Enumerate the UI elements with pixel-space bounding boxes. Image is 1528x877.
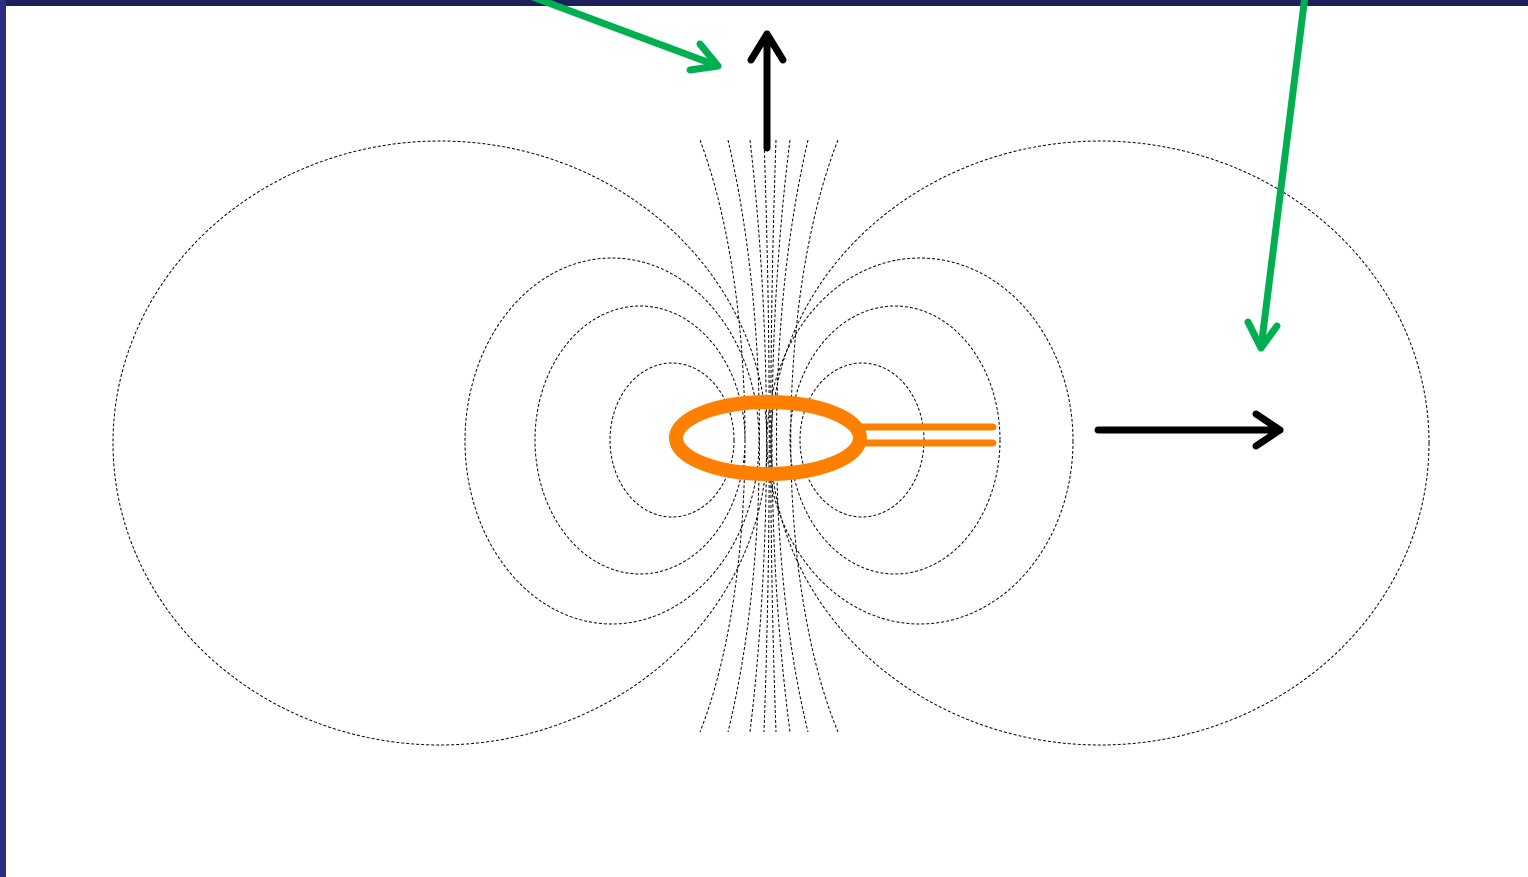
axial-field-arrow <box>751 34 783 148</box>
callout-arrow-far-field <box>1248 0 1305 348</box>
field-line-axial-2 <box>728 140 760 732</box>
callout-arrow-near-field-axis <box>530 0 718 70</box>
field-line-axial-4 <box>772 140 790 732</box>
field-line-axial-3 <box>750 140 767 732</box>
field-line-left-medium-2 <box>535 306 745 574</box>
callout-arrow-far-field-shaft <box>1261 0 1305 348</box>
radial-field-arrow <box>1098 414 1280 446</box>
field-line-axial-5 <box>777 140 809 732</box>
loop-antenna <box>676 402 993 474</box>
axial-field-line-bundle <box>700 140 838 732</box>
callout-arrow-near-field-axis-shaft <box>530 0 718 66</box>
callout-arrows <box>530 0 1305 348</box>
field-vector-arrows <box>751 34 1280 446</box>
field-line-axial-1 <box>700 140 745 732</box>
field-line-axial-6 <box>791 140 838 732</box>
magnetic-field-lines <box>113 140 1429 745</box>
field-line-left-outer <box>113 141 767 745</box>
